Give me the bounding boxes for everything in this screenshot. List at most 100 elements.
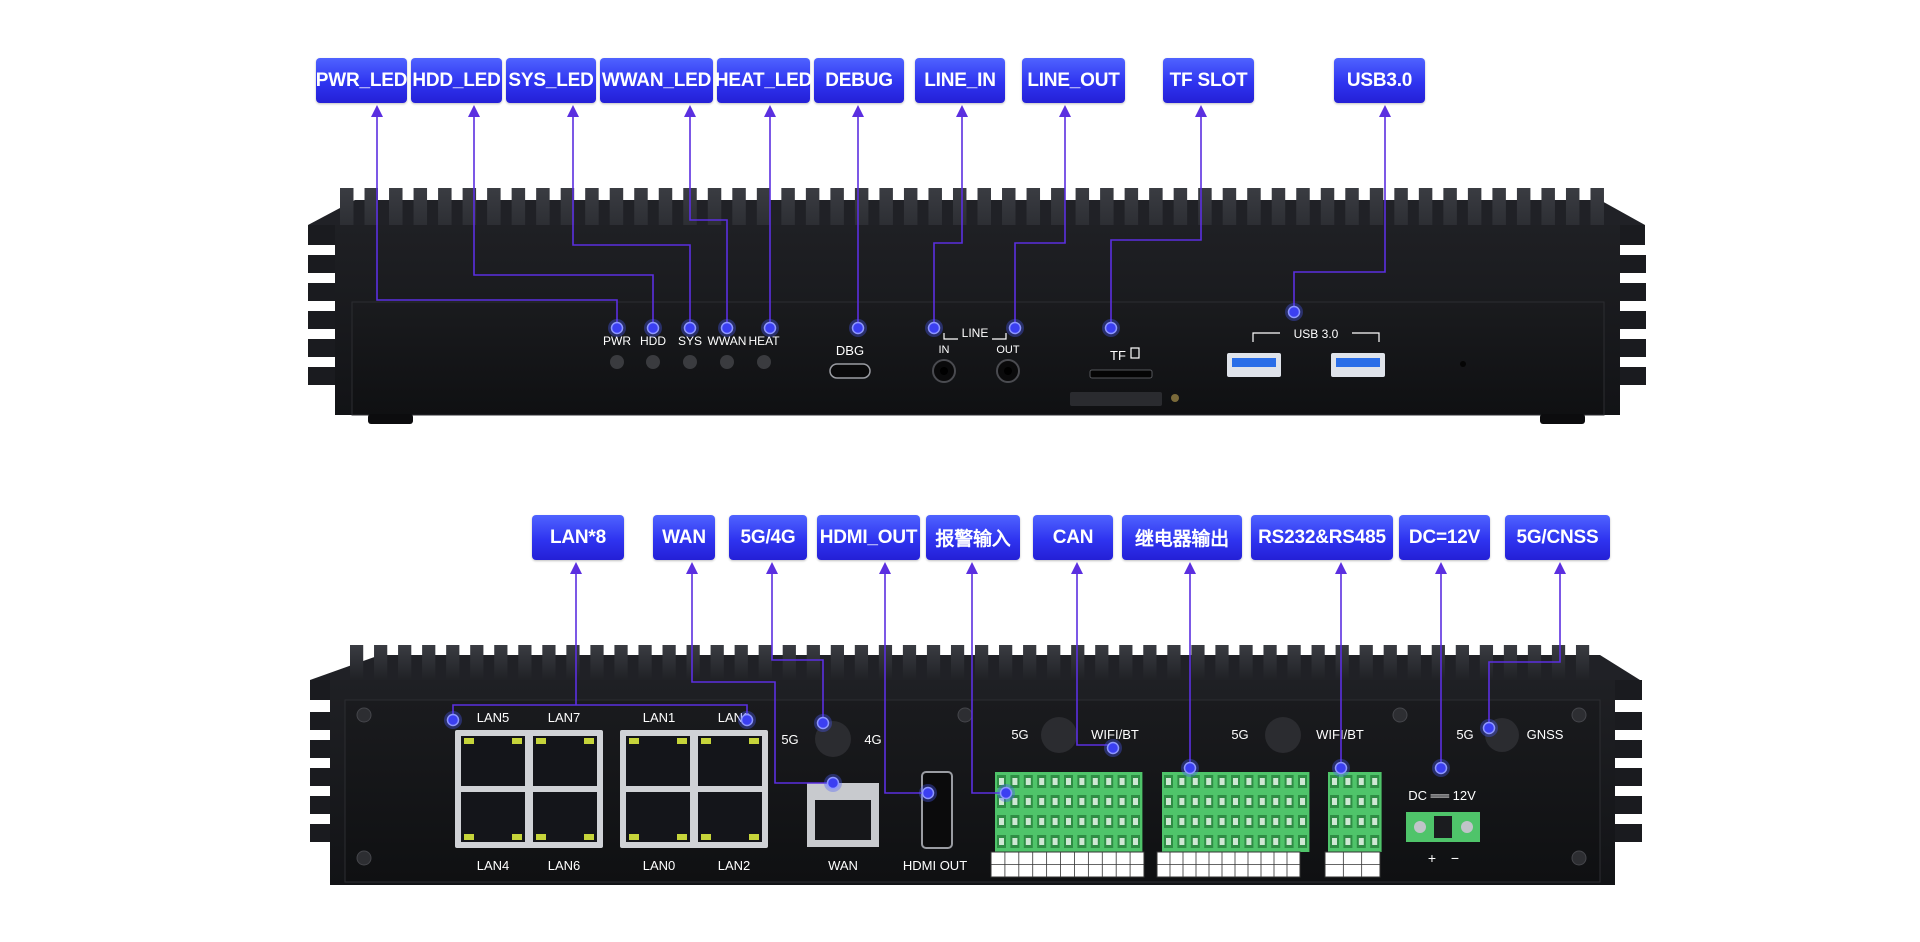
leader-wwan: [689, 108, 728, 328]
leader-hdmi: [884, 565, 928, 794]
plus-silk: +: [1428, 850, 1436, 866]
arrow-up-icon: [371, 105, 383, 117]
callout-anchor-dot: [646, 321, 660, 335]
callout-anchor-dot: [1287, 305, 1301, 319]
rj45-port: [698, 736, 762, 786]
callout-anchor-dot: [927, 321, 941, 335]
callout-anchor-dot: [826, 776, 840, 790]
callout-anchor-dot: [740, 713, 754, 727]
callout-dc12v: DC=12V: [1399, 515, 1490, 560]
arrow-up-icon: [1184, 562, 1196, 574]
wwan-silk: WWAN: [708, 334, 747, 348]
line-in-silk: IN: [939, 344, 950, 356]
ant-5g-b-silk: 5G: [1011, 727, 1028, 742]
callout-lan8: LAN*8: [532, 515, 624, 560]
arrow-up-icon: [1554, 562, 1566, 574]
arrow-up-icon: [852, 105, 864, 117]
wifi-bt-a-silk: WIFI/BT: [1091, 727, 1139, 742]
callout-anchor-dot: [1008, 321, 1022, 335]
callout-anchor-dot: [720, 321, 734, 335]
leader-can: [1076, 565, 1114, 748]
arrow-up-icon: [686, 562, 698, 574]
heat-led: [757, 355, 771, 369]
lan4-silk: LAN4: [477, 858, 510, 873]
leader-line-out: [1014, 108, 1066, 328]
antenna-connector-5g4g: [815, 721, 851, 757]
antenna-connector-5g-b: [1041, 717, 1077, 753]
callout-anchor-dot: [446, 713, 460, 727]
callout-anchor-dot: [1334, 761, 1348, 775]
leader-line-in: [933, 108, 963, 328]
leader-hdd: [473, 108, 654, 328]
callout-can: CAN: [1033, 515, 1113, 560]
ant-5g-d-silk: 5G: [1456, 727, 1473, 742]
leader-5g4g: [771, 565, 824, 723]
lan7-silk: LAN7: [548, 710, 581, 725]
arrow-up-icon: [956, 105, 968, 117]
screw-icon: [356, 707, 372, 723]
callout-anchor-dot: [1183, 761, 1197, 775]
ant-5g-c-silk: 5G: [1231, 727, 1248, 742]
leader-usb: [1293, 108, 1386, 312]
callout-anchor-dot: [816, 716, 830, 730]
usb-bracket: [1252, 332, 1380, 342]
callout-hdd-led: HDD_LED: [411, 58, 502, 103]
callout-line-out: LINE_OUT: [1022, 58, 1125, 103]
arrow-up-icon: [879, 562, 891, 574]
ant-5g-silk: 5G: [781, 732, 798, 747]
hdmi-silk: HDMI OUT: [903, 858, 967, 873]
callout-anchor-dot: [610, 321, 624, 335]
leader-wan: [691, 565, 833, 784]
arrow-up-icon: [684, 105, 696, 117]
lan-port-array: [455, 730, 768, 848]
callout-wan: WAN: [653, 515, 715, 560]
lan1-silk: LAN1: [643, 710, 676, 725]
callout-anchor-dot: [851, 321, 865, 335]
arrow-up-icon: [567, 105, 579, 117]
tf-slot-cover: [1070, 392, 1162, 406]
antenna-connector-5g-c: [1265, 717, 1301, 753]
callout-anchor-dot: [1106, 741, 1120, 755]
leader-sys: [572, 108, 691, 328]
leader-gnss: [1488, 565, 1561, 728]
wifi-bt-b-silk: WIFI/BT: [1316, 727, 1364, 742]
callout-debug: DEBUG: [814, 58, 904, 103]
dc-silk: DC ══ 12V: [1408, 788, 1476, 803]
callout-tf-slot: TF SLOT: [1163, 58, 1254, 103]
lan2-silk: LAN2: [718, 858, 751, 873]
screw-icon: [1392, 707, 1408, 723]
debug-usb-c-port: [829, 363, 871, 379]
callout-gnss: 5G/CNSS: [1505, 515, 1610, 560]
leader-tf: [1110, 108, 1202, 328]
callout-anchor-dot: [763, 321, 777, 335]
screw-icon: [1571, 707, 1587, 723]
arrow-up-icon: [1059, 105, 1071, 117]
front-foot-left: [368, 414, 413, 424]
line-silk: LINE: [962, 326, 989, 340]
callout-5g4g: 5G/4G: [729, 515, 807, 560]
callout-wwan-led: WWAN_LED: [600, 58, 713, 103]
rj45-port: [533, 736, 597, 786]
terminal-blocks: [995, 772, 1382, 852]
arrow-up-icon: [1195, 105, 1207, 117]
callout-rs232-rs485: RS232&RS485: [1251, 515, 1393, 560]
sd-card-icon: [1130, 347, 1140, 359]
rj45-port: [626, 736, 690, 786]
pwr-silk: PWR: [603, 334, 631, 348]
callout-relay-output: 继电器输出: [1122, 515, 1242, 560]
rj45-port: [626, 792, 690, 842]
rj45-port: [533, 792, 597, 842]
hdd-led: [646, 355, 660, 369]
screw-icon: [356, 850, 372, 866]
screw-icon: [1171, 394, 1179, 402]
callout-pwr-led: PWR_LED: [316, 58, 407, 103]
sys-led: [683, 355, 697, 369]
front-io-plate: [351, 301, 1605, 416]
heat-silk: HEAT: [748, 334, 780, 348]
sys-silk: SYS: [678, 334, 702, 348]
callout-heat-led: HEAT_LED: [715, 58, 812, 103]
arrow-up-icon: [570, 562, 582, 574]
